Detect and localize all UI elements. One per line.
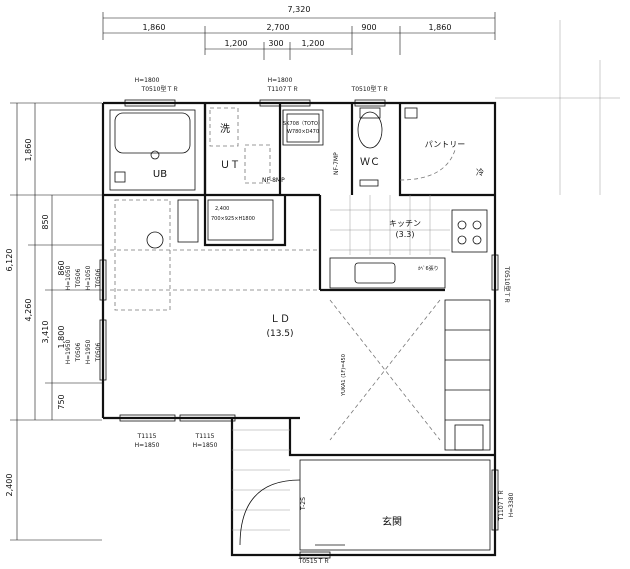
dim-left-seg-2: 4,260 bbox=[24, 299, 33, 322]
room-label-sen: 洗 bbox=[220, 123, 230, 135]
note-tz: T-2S bbox=[300, 497, 307, 511]
window-left1-height: H=1950 bbox=[65, 339, 72, 364]
room-label-ld: ＬＤ bbox=[270, 314, 290, 325]
note-nf7: NF-7MP bbox=[333, 152, 340, 175]
window-bottom1-height: H=1850 bbox=[135, 442, 160, 449]
window-top2-height: H=1800 bbox=[268, 77, 293, 84]
exterior-walls bbox=[101, 101, 497, 557]
room-size-ld: (13.5) bbox=[266, 329, 293, 339]
room-label-pantry: パントリー bbox=[425, 140, 465, 149]
room-kitchen: キッチン (3.3) ｶﾍﾞ6張り bbox=[329, 195, 488, 289]
window-bottom1-type: T1115 bbox=[137, 433, 157, 440]
room-ut: 洗 ＵＴ SK708（TOTO） W780×D470 bbox=[209, 107, 324, 184]
room-label-kitchen: キッチン bbox=[389, 219, 421, 228]
dim-total-height: 6,120 bbox=[5, 249, 14, 272]
dim-left-seg-1: 1,860 bbox=[24, 139, 33, 162]
dim-left-seg-7: 750 bbox=[57, 394, 66, 409]
window-top2-type: T1107ＴＲ bbox=[267, 86, 299, 93]
kitchen-wall-note: ｶﾍﾞ6張り bbox=[418, 265, 439, 272]
dim-top-seg-4: 1,860 bbox=[429, 23, 452, 32]
window-left3-height: H=1050 bbox=[65, 265, 72, 290]
dim-top-sub-1: 1,200 bbox=[225, 39, 248, 48]
dim-top-sub-2: 300 bbox=[268, 39, 283, 48]
dim-left-seg-8: 2,400 bbox=[5, 474, 14, 497]
right-grid-lines bbox=[495, 20, 620, 195]
interior-walls bbox=[103, 103, 495, 292]
room-label-genkan: 玄関 bbox=[382, 515, 402, 528]
window-top1-height: H=1800 bbox=[135, 77, 160, 84]
window-bottom2-height: H=1850 bbox=[193, 442, 218, 449]
window-right1-type: T0510型ＴＲ bbox=[503, 266, 511, 304]
dim-left-seg-3: 850 bbox=[41, 214, 50, 229]
window-labels: H=1800 T0510型ＴＲ H=1800 T1107ＴＲ T0510型ＴＲ … bbox=[65, 77, 515, 565]
note-nf8: NF-8MP bbox=[262, 177, 285, 184]
dim-top-seg-2: 2,700 bbox=[267, 23, 290, 32]
window-left3-type: T0506 bbox=[75, 268, 82, 288]
room-ub: UB bbox=[109, 109, 196, 191]
left-dimensions: 6,120 1,860 4,260 850 860 3,410 1,800 75… bbox=[5, 102, 102, 541]
storage-dim: 2,400 bbox=[215, 206, 229, 212]
floor-note: YUKA1 (1F)=450 bbox=[341, 354, 347, 397]
room-pantry: パントリー 冷 bbox=[399, 107, 484, 181]
storage-box: 2,400 700×925×H1800 bbox=[177, 199, 274, 243]
window-right2-height: H=3380 bbox=[508, 492, 515, 517]
dim-top-seg-3: 900 bbox=[361, 23, 376, 32]
vanity-size: W780×D470 bbox=[287, 129, 319, 135]
window-left2-type: T0506 bbox=[95, 342, 102, 362]
window-left1-type: T0506 bbox=[75, 342, 82, 362]
room-label-ut: ＵＴ bbox=[220, 160, 240, 171]
window-left2-height: H=1950 bbox=[85, 339, 92, 364]
window-symbols bbox=[99, 99, 499, 559]
storage-size: 700×925×H1800 bbox=[211, 216, 255, 222]
window-bottom2-type: T1115 bbox=[195, 433, 215, 440]
room-ld: ＬＤ (13.5) YUKA1 (1F)=450 NF-8MP NF-7MP bbox=[110, 152, 441, 441]
dim-left-seg-5: 3,410 bbox=[41, 321, 50, 344]
room-label-wc: ＷＣ bbox=[360, 157, 380, 168]
window-bottom3-type: T0515ＴＲ bbox=[298, 558, 330, 565]
window-top3-type: T0510型ＴＲ bbox=[351, 85, 389, 93]
window-right2-type: T1107ＴＲ bbox=[498, 490, 505, 522]
room-label-ub: UB bbox=[153, 169, 167, 180]
dim-left-seg-6: 1,800 bbox=[57, 326, 66, 349]
dim-top-sub-3: 1,200 bbox=[302, 39, 325, 48]
window-top1-type: T0510型ＴＲ bbox=[141, 85, 179, 93]
dim-left-seg-4: 860 bbox=[57, 260, 66, 275]
dim-top-seg-1: 1,860 bbox=[143, 23, 166, 32]
room-wc: ＷＣ bbox=[357, 107, 383, 187]
room-size-kitchen: (3.3) bbox=[396, 230, 415, 239]
stairs bbox=[444, 299, 491, 451]
room-genkan: 玄関 T-2S bbox=[232, 429, 491, 551]
window-left4-height: H=1050 bbox=[85, 265, 92, 290]
window-left4-type: T0506 bbox=[95, 268, 102, 288]
room-label-fridge: 冷 bbox=[476, 167, 484, 177]
top-dimensions: 7,320 1,860 2,700 900 1,860 1,200 300 1,… bbox=[102, 5, 496, 60]
vanity-model: SK708（TOTO） bbox=[283, 121, 323, 127]
dim-total-width: 7,320 bbox=[288, 5, 311, 14]
